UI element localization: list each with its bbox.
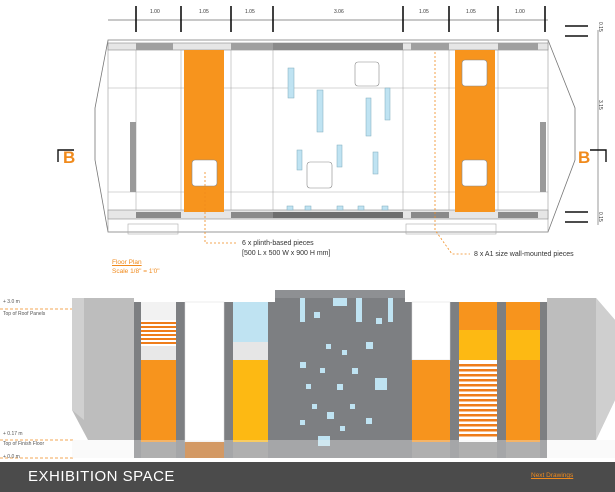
dimension-label: 1.00 bbox=[515, 9, 525, 15]
plinth-note-line1: 6 x plinth-based pieces bbox=[242, 240, 314, 247]
level-mid-label: Top of Finish Floor bbox=[3, 441, 45, 447]
dimension-label: 1.05 bbox=[419, 9, 429, 15]
page-title: EXHIBITION SPACE bbox=[28, 468, 175, 485]
section-elevation-drawing bbox=[0, 290, 615, 459]
level-base-value: + 0.0 m bbox=[3, 454, 20, 460]
floor-plan-label: Floor Plan bbox=[112, 259, 142, 266]
level-top-value: + 3.0 m bbox=[3, 299, 20, 305]
dimension-label: 3.06 bbox=[334, 9, 344, 15]
wall-mounted-note: 8 x A1 size wall-mounted pieces bbox=[474, 251, 574, 258]
level-mid-value: + 0.17 m bbox=[3, 431, 23, 437]
floor-plan-drawing bbox=[57, 6, 607, 255]
next-drawings-link[interactable]: Next Drawings bbox=[531, 472, 574, 479]
footer-bar bbox=[0, 462, 615, 492]
section-mark-left: B bbox=[63, 148, 76, 167]
plinth-note-line2: [500 L x 500 W x 900 H mm] bbox=[242, 250, 331, 257]
scale-label: Scale 1/8" = 1'0" bbox=[112, 268, 160, 275]
section-mark-right: B bbox=[578, 148, 591, 167]
dimension-label: 1.05 bbox=[245, 9, 255, 15]
level-top-label: Top of Roof Panels bbox=[3, 311, 46, 317]
dimension-label: 1.05 bbox=[199, 9, 209, 15]
dimension-label: 1.05 bbox=[466, 9, 476, 15]
dimension-label: 1.00 bbox=[150, 9, 160, 15]
